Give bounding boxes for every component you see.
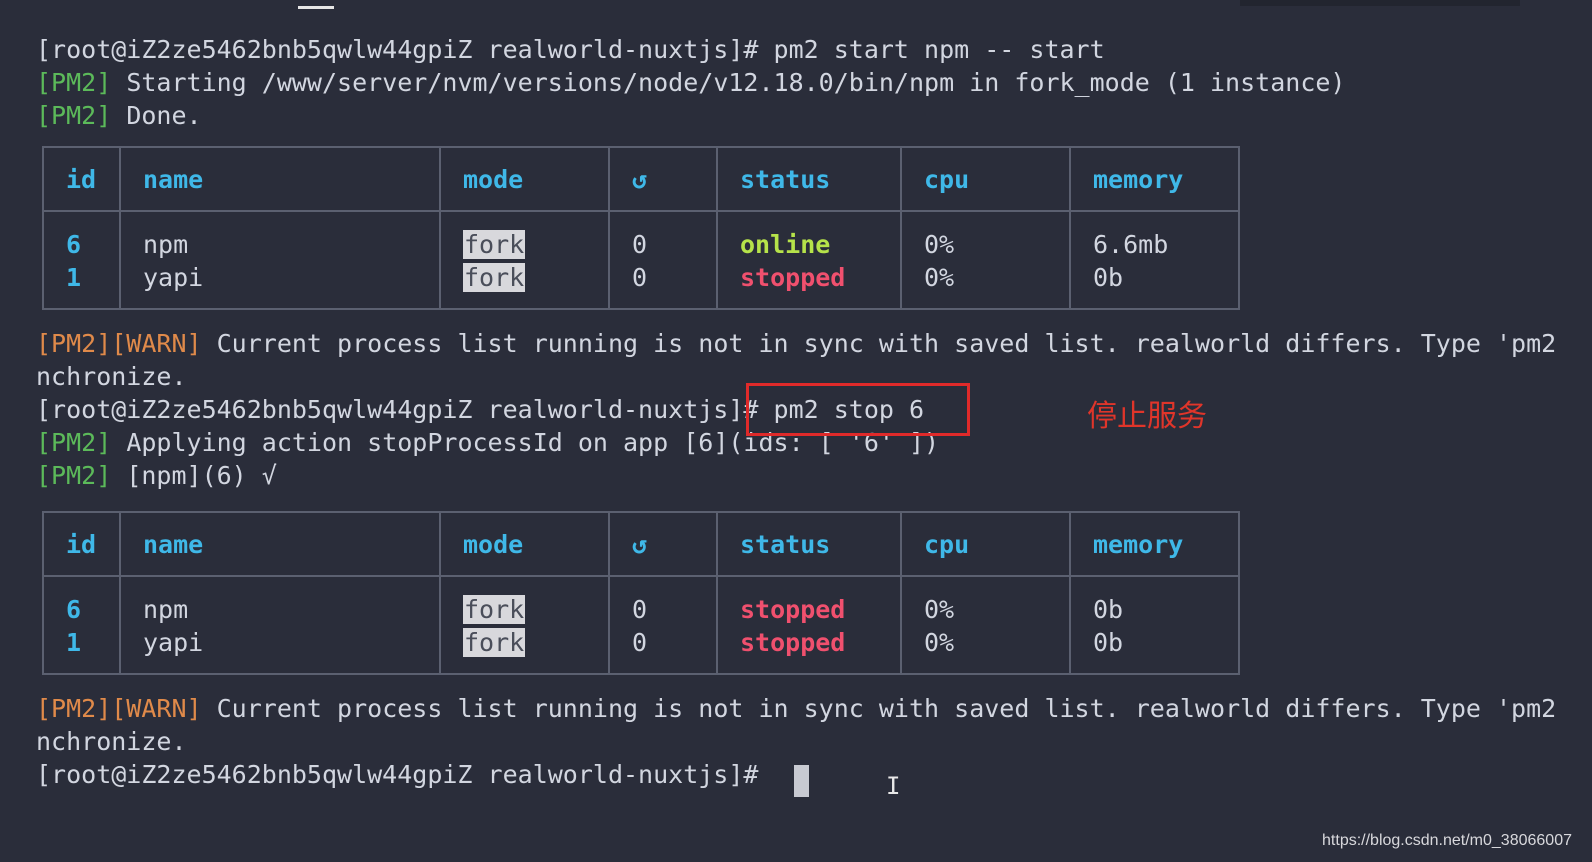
cell-id: 6 1 (42, 576, 121, 674)
col-header-restart-icon: ↺ (608, 146, 718, 212)
command-text: pm2 stop 6 (758, 395, 925, 424)
shell-prompt: [root@iZ2ze5462bnb5qwlw44gpiZ realworld-… (36, 35, 759, 64)
col-header-mode: mode (439, 146, 610, 212)
top-tab-indicator (298, 6, 334, 9)
pm2-tag: [PM2] (36, 461, 112, 490)
col-header-mode: mode (439, 511, 610, 577)
shell-prompt: [root@iZ2ze5462bnb5qwlw44gpiZ realworld-… (36, 395, 759, 424)
cell-status: online stopped (716, 211, 902, 309)
cell-restart: 0 0 (608, 576, 718, 674)
col-header-memory: memory (1069, 146, 1240, 212)
terminal-line-warn-cont: nchronize. (36, 362, 187, 391)
terminal-line-final-prompt: [root@iZ2ze5462bnb5qwlw44gpiZ realworld-… (36, 758, 758, 791)
table-header-row: id name mode ↺ status cpu memory (42, 511, 1240, 577)
col-header-status: status (716, 511, 902, 577)
highlight-box (746, 383, 970, 436)
cell-name: npm yapi (119, 576, 441, 674)
warn-text: Current process list running is not in s… (201, 694, 1557, 723)
cell-mode: fork fork (439, 211, 610, 309)
status-badge: online (740, 230, 831, 259)
command-text: pm2 start npm -- start (758, 35, 1105, 64)
status-badge: stopped (740, 263, 846, 292)
terminal-line-applying: [PM2] Applying action stopProcessId on a… (36, 426, 939, 459)
col-header-status: status (716, 146, 902, 212)
annotation-label: 停止服务 (1087, 399, 1207, 434)
cell-cpu: 0% 0% (900, 211, 1071, 309)
cell-memory: 6.6mb 0b (1069, 211, 1240, 309)
table-header-row: id name mode ↺ status cpu memory (42, 146, 1240, 212)
col-header-id: id (42, 511, 121, 577)
watermark: https://blog.csdn.net/m0_38066007 (1322, 832, 1572, 849)
terminal-line-done: [PM2] Done. (36, 99, 202, 132)
col-header-memory: memory (1069, 511, 1240, 577)
cell-restart: 0 0 (608, 211, 718, 309)
status-badge: stopped (740, 628, 846, 657)
terminal-line-start-command: [root@iZ2ze5462bnb5qwlw44gpiZ realworld-… (36, 33, 1105, 66)
terminal-line-warn: [PM2][WARN] Current process list running… (36, 327, 1556, 360)
cell-name: npm yapi (119, 211, 441, 309)
terminal-line-starting: [PM2] Starting /www/server/nvm/versions/… (36, 66, 1345, 99)
pm2-tag: [PM2] (36, 68, 112, 97)
cell-cpu: 0% 0% (900, 576, 1071, 674)
terminal-line-warn-cont: nchronize. (36, 727, 187, 756)
terminal-line-stop-command: [root@iZ2ze5462bnb5qwlw44gpiZ realworld-… (36, 393, 924, 426)
cell-status: stopped stopped (716, 576, 902, 674)
terminal-cursor[interactable] (794, 765, 809, 797)
terminal-line-stopped-ok: [PM2] [npm](6) √ (36, 459, 277, 492)
col-header-cpu: cpu (900, 511, 1071, 577)
col-header-name: name (119, 146, 441, 212)
terminal-line-warn: [PM2][WARN] Current process list running… (36, 692, 1556, 725)
process-table-after: id name mode ↺ status cpu memory 6 1 npm… (42, 511, 1240, 675)
status-badge: stopped (740, 595, 846, 624)
process-table-before: id name mode ↺ status cpu memory 6 1 npm… (42, 146, 1240, 310)
col-header-id: id (42, 146, 121, 212)
warn-tag: [PM2][WARN] (36, 694, 202, 723)
output-text: Done. (111, 101, 202, 130)
text-cursor-icon: I (886, 772, 901, 800)
warn-text: Current process list running is not in s… (201, 329, 1557, 358)
cell-mode: fork fork (439, 576, 610, 674)
cell-id: 6 1 (42, 211, 121, 309)
output-text: Starting /www/server/nvm/versions/node/v… (111, 68, 1346, 97)
col-header-cpu: cpu (900, 146, 1071, 212)
output-text: Applying action stopProcessId on app [6]… (111, 428, 940, 457)
top-right-bar (1240, 0, 1520, 6)
col-header-restart-icon: ↺ (608, 511, 718, 577)
pm2-tag: [PM2] (36, 101, 112, 130)
table-row: 6 1 npm yapi fork fork 0 0 stopped sto (42, 576, 1240, 674)
cell-memory: 0b 0b (1069, 576, 1240, 674)
shell-prompt: [root@iZ2ze5462bnb5qwlw44gpiZ realworld-… (36, 760, 759, 789)
pm2-tag: [PM2] (36, 428, 112, 457)
col-header-name: name (119, 511, 441, 577)
output-text: [npm](6) √ (111, 461, 277, 490)
warn-tag: [PM2][WARN] (36, 329, 202, 358)
table-row: 6 1 npm yapi fork fork 0 0 online stop (42, 211, 1240, 309)
